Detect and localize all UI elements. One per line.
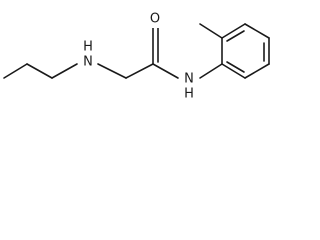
amine-h-label: H (83, 40, 93, 55)
bond-propyl-c3-n (51, 63, 78, 79)
bond-n-ch2 (97, 63, 127, 79)
carbonyl-oxygen-label: O (150, 12, 160, 27)
bond-ch2-carbonyl (125, 63, 154, 79)
bond-ring-methyl (199, 23, 223, 39)
structure-canvas: N H O N H (0, 0, 320, 104)
ring-inner-double-1 (226, 30, 245, 42)
amide-n-label: N (184, 72, 194, 87)
oxygen-label-background (147, 12, 163, 28)
amide-label-background (179, 71, 199, 87)
bond-propyl-c2-c3 (26, 63, 53, 79)
ring-inner-double-3 (226, 61, 245, 73)
chemical-structure-diagram: N H O N H (3, 12, 270, 102)
ring-bond-2 (221, 23, 246, 39)
amine-label-background (79, 57, 97, 73)
ring-bond-5 (244, 63, 270, 79)
ring-bond-6 (221, 63, 246, 79)
bond-carbonyl-amide-n (152, 63, 179, 79)
amide-h-label: H (184, 87, 194, 102)
ring-bond-3 (244, 23, 270, 39)
amine-n-label: N (83, 55, 93, 70)
bond-propyl-c1-c2 (3, 63, 28, 79)
bond-amide-n-ring (199, 63, 223, 79)
